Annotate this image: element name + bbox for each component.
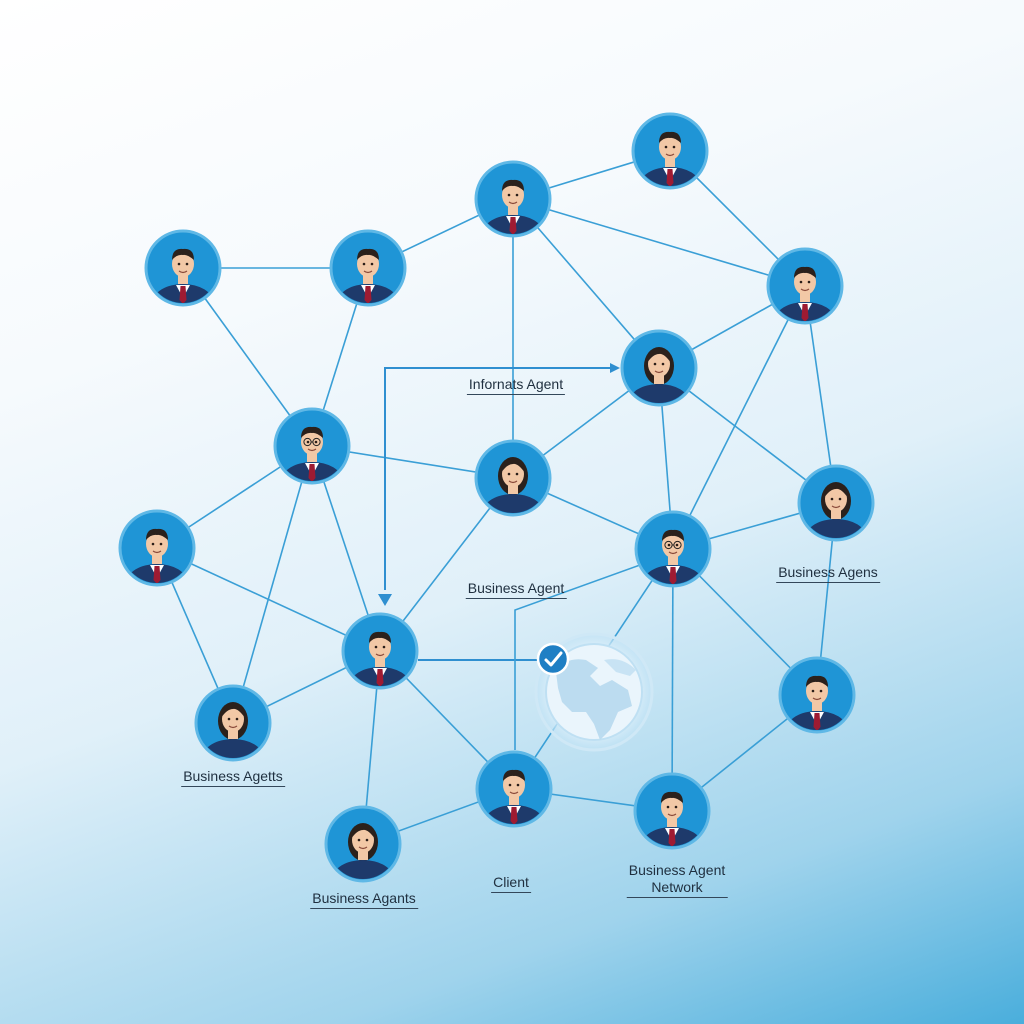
edge-p03-p05 (512, 198, 806, 287)
label-business-agent-network-line1: Business Agent (628, 862, 726, 878)
agent-node-p08[interactable] (474, 439, 552, 530)
agent-node-p01[interactable] (144, 229, 222, 320)
man-icon (127, 528, 187, 583)
agent-node-p04[interactable] (631, 112, 709, 203)
man-icon (338, 248, 398, 303)
man-icon (775, 266, 835, 321)
label-client: Client (491, 874, 531, 893)
arrow-to-informats-agent (384, 363, 620, 590)
agent-node-p13[interactable] (194, 684, 272, 775)
agent-node-p05[interactable] (766, 247, 844, 338)
man-icon (484, 769, 544, 824)
arrow-tail-down (378, 594, 392, 606)
label-informats-agent: Infornats Agent (466, 376, 566, 395)
man-icon (787, 675, 847, 730)
check-badge-icon (536, 642, 570, 676)
woman-icon (806, 482, 866, 538)
agent-node-p12[interactable] (341, 612, 419, 703)
label-business-agent: Business Agent (465, 580, 567, 599)
agent-nodes (118, 112, 875, 896)
man-icon (483, 179, 543, 234)
man-icon (640, 131, 700, 186)
globe-link (514, 564, 641, 750)
globe-icon (534, 632, 654, 752)
man-glasses-icon (643, 529, 703, 584)
woman-icon (483, 457, 543, 513)
edge-p09-p12 (156, 547, 381, 652)
agent-node-p16[interactable] (324, 805, 402, 896)
edge-p05-p10 (672, 285, 806, 550)
agent-node-p15[interactable] (475, 750, 553, 841)
label-business-agens: Business Agens (776, 564, 880, 583)
label-business-agants: Business Agants (310, 890, 418, 909)
agent-node-p10[interactable] (634, 510, 712, 601)
man-icon (642, 791, 702, 846)
woman-icon (203, 702, 263, 758)
agent-node-p02[interactable] (329, 229, 407, 320)
woman-icon (629, 347, 689, 403)
label-business-agetts: Business Agetts (181, 768, 285, 787)
agent-node-p17[interactable] (633, 772, 711, 863)
edge-p10-p17 (671, 548, 674, 812)
agent-node-p03[interactable] (474, 160, 552, 251)
man-glasses-icon (282, 426, 342, 481)
edge-p07-p13 (232, 445, 313, 724)
woman-icon (333, 823, 393, 879)
man-icon (350, 631, 410, 686)
label-business-agent-network-line2: Network (651, 879, 703, 895)
agent-node-p09[interactable] (118, 509, 196, 600)
label-business-agent-network: Business Agent Network (626, 862, 728, 898)
agent-node-p11[interactable] (797, 464, 875, 555)
flow-arrows (378, 363, 641, 750)
man-icon (153, 248, 213, 303)
agent-node-p07[interactable] (273, 407, 351, 498)
agent-node-p06[interactable] (620, 329, 698, 420)
agent-node-p14[interactable] (778, 656, 856, 747)
